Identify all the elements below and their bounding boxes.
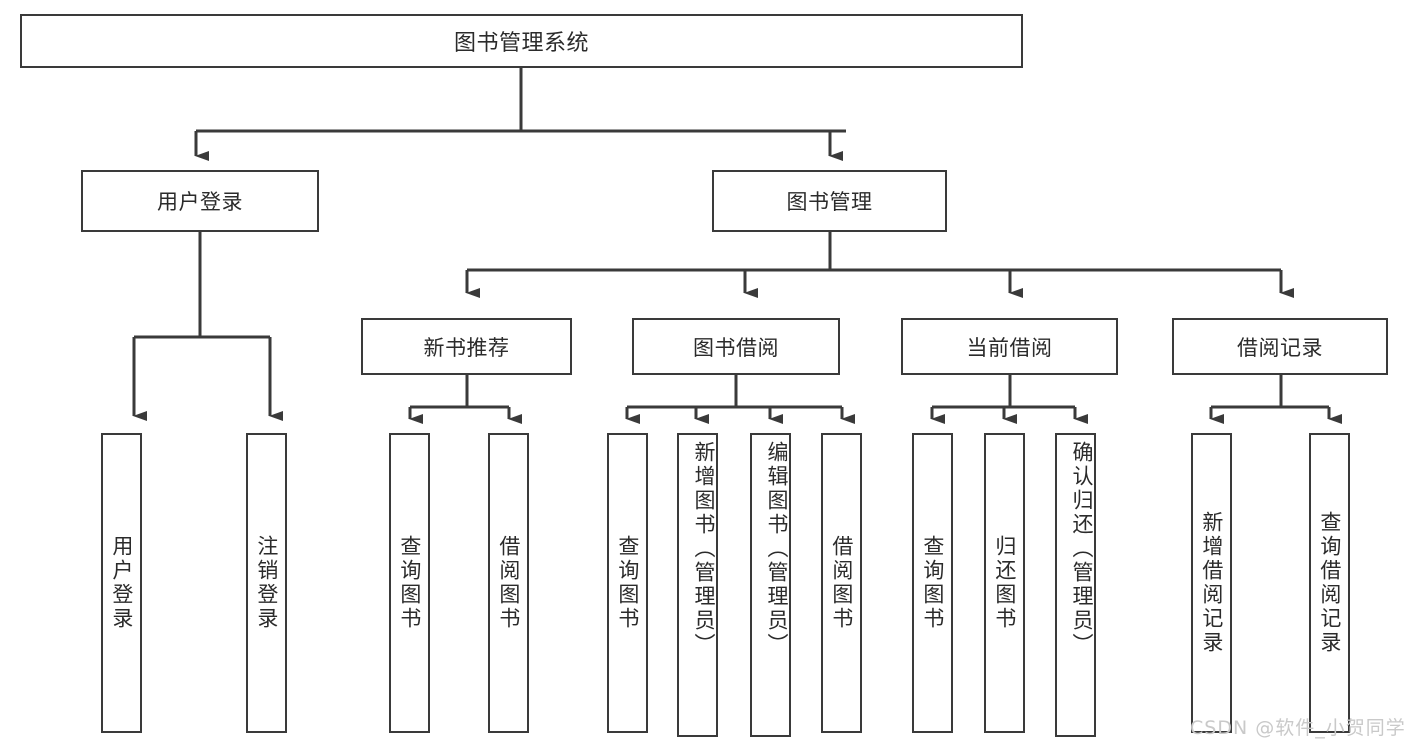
leaf-query-book-current[interactable]: 查询图书 <box>912 433 953 733</box>
node-book-management-label: 图书管理 <box>786 190 873 214</box>
leaf-confirm-return-admin[interactable]: 确认归还（管理员） <box>1055 433 1096 737</box>
leaf-query-borrow-record-label: 查询借阅记录 <box>1317 511 1342 655</box>
leaf-borrow-book-label: 借阅图书 <box>829 535 854 631</box>
leaf-query-book-borrow-label: 查询图书 <box>615 535 640 631</box>
leaf-return-book[interactable]: 归还图书 <box>984 433 1025 733</box>
node-new-book-recommend[interactable]: 新书推荐 <box>361 318 572 375</box>
node-book-borrow[interactable]: 图书借阅 <box>632 318 840 375</box>
leaf-add-book-admin-label: 新增图书（管理员） <box>692 441 716 657</box>
leaf-logout[interactable]: 注销登录 <box>246 433 287 733</box>
node-user-login[interactable]: 用户登录 <box>81 170 319 232</box>
node-new-book-recommend-label: 新书推荐 <box>423 335 510 360</box>
node-borrow-record-label: 借阅记录 <box>1237 335 1323 360</box>
leaf-edit-book-admin[interactable]: 编辑图书（管理员） <box>750 433 791 737</box>
leaf-query-borrow-record[interactable]: 查询借阅记录 <box>1309 433 1350 733</box>
leaf-logout-label: 注销登录 <box>254 535 279 631</box>
node-book-management[interactable]: 图书管理 <box>712 170 947 232</box>
node-current-borrow[interactable]: 当前借阅 <box>901 318 1118 375</box>
leaf-borrow-book-recommend-label: 借阅图书 <box>496 535 521 631</box>
node-book-borrow-label: 图书借阅 <box>693 335 779 360</box>
watermark: CSDN @软件_小贺同学 <box>1190 717 1405 739</box>
leaf-query-book-borrow[interactable]: 查询图书 <box>607 433 648 733</box>
leaf-query-book-recommend-label: 查询图书 <box>397 535 422 631</box>
node-root-label: 图书管理系统 <box>453 31 589 56</box>
leaf-edit-book-admin-label: 编辑图书（管理员） <box>765 441 789 657</box>
node-borrow-record[interactable]: 借阅记录 <box>1172 318 1388 375</box>
leaf-query-book-recommend[interactable]: 查询图书 <box>389 433 430 733</box>
node-user-login-label: 用户登录 <box>157 190 243 214</box>
leaf-add-borrow-record-label: 新增借阅记录 <box>1199 511 1224 655</box>
leaf-user-login[interactable]: 用户登录 <box>101 433 142 733</box>
leaf-return-book-label: 归还图书 <box>992 535 1017 631</box>
leaf-borrow-book[interactable]: 借阅图书 <box>821 433 862 733</box>
leaf-confirm-return-admin-label: 确认归还（管理员） <box>1070 441 1094 657</box>
leaf-borrow-book-recommend[interactable]: 借阅图书 <box>488 433 529 733</box>
leaf-add-borrow-record[interactable]: 新增借阅记录 <box>1191 433 1232 733</box>
node-root[interactable]: 图书管理系统 <box>20 14 1023 68</box>
leaf-query-book-current-label: 查询图书 <box>920 535 945 631</box>
node-current-borrow-label: 当前借阅 <box>966 335 1053 360</box>
leaf-user-login-label: 用户登录 <box>109 535 134 631</box>
leaf-add-book-admin[interactable]: 新增图书（管理员） <box>677 433 718 737</box>
